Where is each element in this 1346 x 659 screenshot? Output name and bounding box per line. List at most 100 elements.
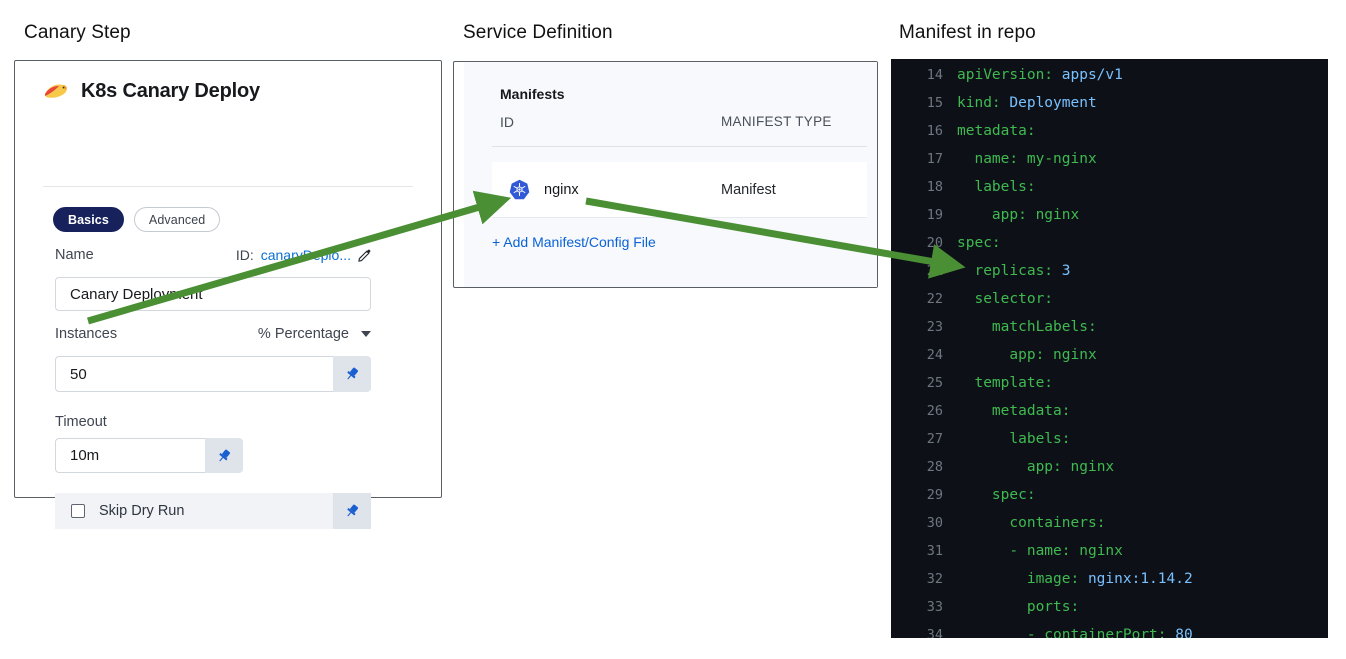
- line-number: 15: [926, 95, 943, 111]
- code-line: 31 - name: nginx: [891, 543, 1328, 571]
- timeout-input-group: 10m: [55, 438, 243, 473]
- code-line: 32 image: nginx:1.14.2: [891, 571, 1328, 599]
- line-number: 22: [926, 291, 943, 307]
- panel-title-manifest-in-repo: Manifest in repo: [899, 22, 1036, 43]
- code-line: 14 apiVersion: apps/v1: [891, 67, 1328, 95]
- line-number: 31: [926, 543, 943, 559]
- pin-icon-instances[interactable]: [333, 356, 371, 392]
- kubernetes-icon: [509, 179, 530, 200]
- instances-field-label-row: Instances % Percentage: [55, 326, 371, 342]
- tab-advanced[interactable]: Advanced: [133, 207, 221, 232]
- tab-basics[interactable]: Basics: [53, 207, 124, 232]
- manifest-id-value: nginx: [544, 181, 579, 198]
- code-line: 25 template:: [891, 375, 1328, 403]
- line-number: 25: [926, 375, 943, 391]
- instances-unit-select[interactable]: % Percentage: [258, 326, 371, 342]
- code-text: replicas: 3: [974, 263, 1071, 279]
- code-text: app: nginx: [991, 207, 1080, 223]
- manifests-heading: Manifests: [500, 86, 565, 102]
- pin-icon-skip-dry-run[interactable]: [333, 493, 371, 529]
- line-number: 26: [926, 403, 943, 419]
- code-line: 28 app: nginx: [891, 459, 1328, 487]
- manifest-id-cell: nginx: [492, 179, 721, 200]
- code-text: labels:: [974, 179, 1036, 195]
- code-text: name: my-nginx: [974, 151, 1097, 167]
- code-text: - name: nginx: [1009, 543, 1123, 559]
- chevron-down-icon: [361, 331, 371, 337]
- line-number: 33: [926, 599, 943, 615]
- skip-dry-run-row: Skip Dry Run: [55, 493, 371, 529]
- code-line: 29 spec:: [891, 487, 1328, 515]
- timeout-label: Timeout: [55, 414, 107, 430]
- code-line: 27 labels:: [891, 431, 1328, 459]
- code-line: 30 containers:: [891, 515, 1328, 543]
- code-text: image: nginx:1.14.2: [1026, 571, 1193, 587]
- instances-unit-label: % Percentage: [257, 326, 349, 342]
- code-line: 33 ports:: [891, 599, 1328, 627]
- code-line: 26 metadata:: [891, 403, 1328, 431]
- table-row[interactable]: nginx Manifest: [492, 162, 867, 218]
- code-text: selector:: [974, 291, 1054, 307]
- pin-icon-timeout[interactable]: [205, 438, 243, 473]
- timeout-input[interactable]: 10m: [55, 438, 205, 473]
- canary-bird-icon: [43, 81, 69, 101]
- code-text: spec:: [991, 487, 1036, 503]
- code-text: ports:: [1026, 599, 1080, 615]
- line-number: 28: [926, 459, 943, 475]
- column-header-id: ID: [500, 114, 514, 130]
- line-number: 27: [926, 431, 943, 447]
- column-header-manifest-type: MANIFEST TYPE: [721, 114, 832, 129]
- name-id-group: ID: canaryDeplo...: [236, 247, 371, 263]
- code-line: 24 app: nginx: [891, 347, 1328, 375]
- skip-dry-run-left: Skip Dry Run: [55, 503, 184, 519]
- line-number: 24: [926, 347, 943, 363]
- code-line: 34 - containerPort: 80: [891, 627, 1328, 638]
- line-number: 32: [926, 571, 943, 587]
- code-text: spec:: [957, 235, 1001, 251]
- code-line: 20 spec:: [891, 235, 1328, 263]
- line-number: 14: [926, 67, 943, 83]
- code-line: 17 name: my-nginx: [891, 151, 1328, 179]
- code-text: app: nginx: [1009, 347, 1097, 363]
- code-text: metadata:: [957, 123, 1036, 139]
- manifest-type-value: Manifest: [721, 181, 776, 198]
- code-text: matchLabels:: [991, 319, 1097, 335]
- instances-input[interactable]: 50: [55, 356, 333, 392]
- line-number: 16: [926, 123, 943, 139]
- line-number: 17: [926, 151, 943, 167]
- canary-card-title: K8s Canary Deploy: [81, 79, 260, 102]
- code-line: 23 matchLabels:: [891, 319, 1328, 347]
- panel-title-service-definition: Service Definition: [463, 22, 613, 43]
- code-line: 18 labels:: [891, 179, 1328, 207]
- code-line: 21 replicas: 3: [891, 263, 1328, 291]
- line-number: 23: [926, 319, 943, 335]
- card-divider: [43, 186, 413, 187]
- line-number: 19: [926, 207, 943, 223]
- canary-tab-group: Basics Advanced: [53, 207, 221, 232]
- skip-dry-run-checkbox[interactable]: [71, 504, 85, 518]
- canary-step-card: K8s Canary Deploy Basics Advanced Name I…: [14, 60, 442, 529]
- line-number: 34: [926, 627, 943, 638]
- panel-title-canary-step: Canary Step: [24, 22, 131, 43]
- instances-input-group: 50: [55, 356, 371, 392]
- pencil-icon[interactable]: [358, 249, 371, 262]
- code-text: apiVersion: apps/v1: [957, 67, 1123, 83]
- code-line: 16 metadata:: [891, 123, 1328, 151]
- name-field-label-row: Name ID: canaryDeplo...: [55, 247, 371, 263]
- skip-dry-run-label: Skip Dry Run: [99, 503, 185, 519]
- line-number: 18: [926, 179, 943, 195]
- line-number: 29: [926, 487, 943, 503]
- name-input[interactable]: Canary Deployment: [55, 277, 371, 311]
- instances-label: Instances: [55, 326, 118, 342]
- line-number: 20: [926, 235, 943, 251]
- table-header-divider: [492, 146, 867, 147]
- canary-card-header: K8s Canary Deploy: [15, 61, 441, 121]
- code-text: app: nginx: [1026, 459, 1115, 475]
- add-manifest-config-file-link[interactable]: + Add Manifest/Config File: [492, 234, 656, 250]
- manifests-section: Manifests ID MANIFEST TYPE: [464, 62, 877, 287]
- id-value[interactable]: canaryDeplo...: [260, 247, 351, 263]
